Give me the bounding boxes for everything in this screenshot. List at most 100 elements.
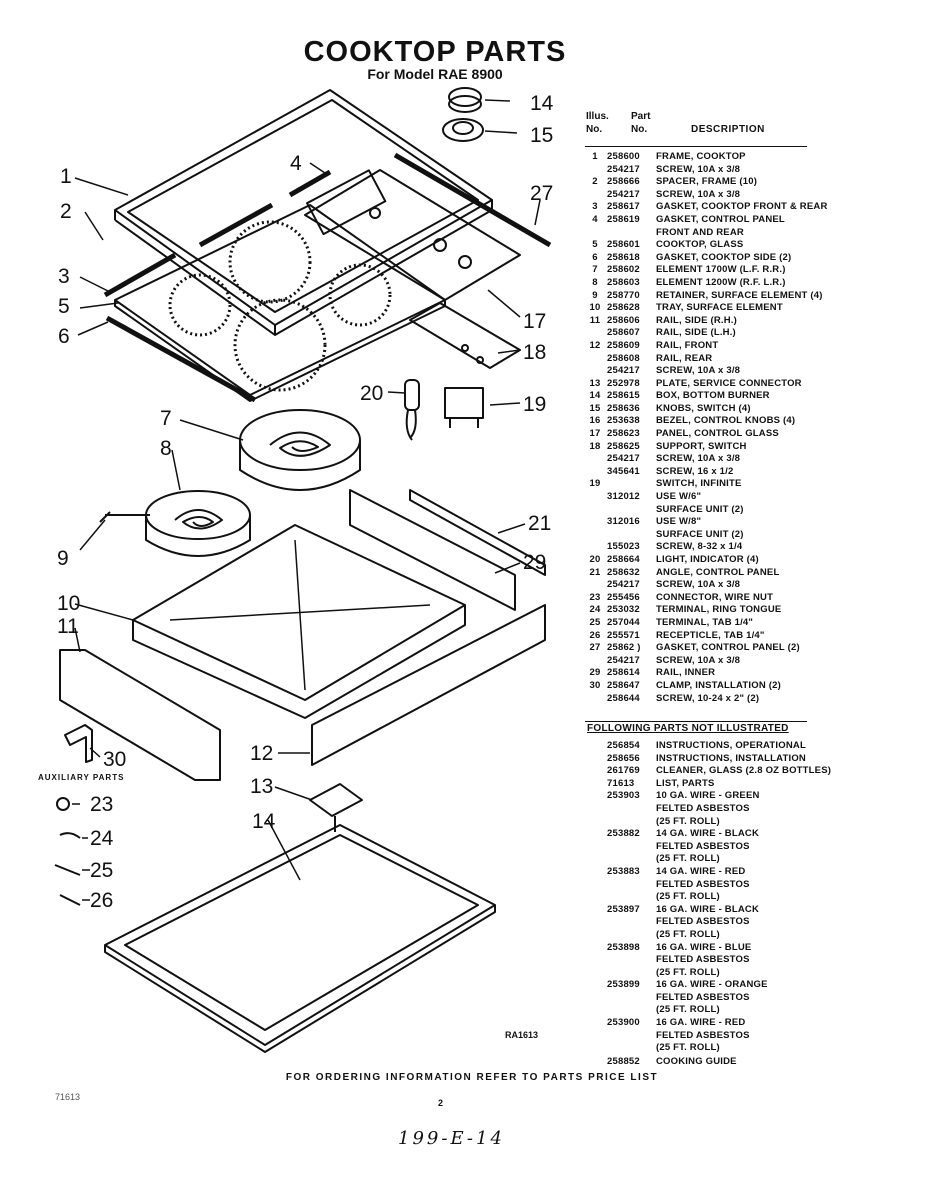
illus-number: 24 <box>589 604 601 616</box>
table-row: SURFACE UNIT (2) <box>585 504 885 517</box>
callout-3: 3 <box>58 265 70 288</box>
part-number: 258601 <box>607 239 640 251</box>
part-number: 255456 <box>607 591 640 603</box>
part-description: TERMINAL, TAB 1/4" <box>656 616 754 628</box>
table-row: (25 FT. ROLL) <box>585 891 885 904</box>
callout-30: 30 <box>103 748 126 771</box>
cooking-guide-row: 258852 COOKING GUIDE <box>585 1056 885 1069</box>
part-description: SCREW, 16 x 1/2 <box>656 465 734 477</box>
callout-10: 10 <box>57 592 80 615</box>
part-description: RAIL, SIDE (L.H.) <box>656 327 736 339</box>
callout-24: 24 <box>90 827 114 850</box>
table-row: FELTED ASBESTOS <box>585 879 885 892</box>
part-number: 258615 <box>607 390 640 402</box>
part-number: 258608 <box>607 352 640 364</box>
element-tray-part <box>132 524 466 719</box>
part-description: GASKET, COOKTOP SIDE (2) <box>656 251 792 263</box>
page-subtitle: For Model RAE 8900 <box>367 66 503 82</box>
callout-27: 27 <box>530 182 553 205</box>
callout-4: 4 <box>290 152 302 175</box>
part-number: 258666 <box>607 176 640 188</box>
part-description: SCREW, 10-24 x 2" (2) <box>656 692 760 704</box>
part-number: 253898 <box>607 941 640 953</box>
part-description: RAIL, FRONT <box>656 339 719 351</box>
illus-number: 16 <box>589 415 601 427</box>
illus-number: 6 <box>592 251 598 263</box>
part-number: 254217 <box>607 163 640 175</box>
auxiliary-parts-label: AUXILIARY PARTS <box>38 773 125 782</box>
callout-13: 13 <box>250 775 273 798</box>
callout-14-visible: 14 <box>252 810 276 833</box>
part-description: SPACER, FRAME (10) <box>656 176 758 188</box>
part-number: 253883 <box>607 865 640 877</box>
part-description: (25 FT. ROLL) <box>656 853 720 865</box>
table-row: (25 FT. ROLL) <box>585 1004 885 1017</box>
part-description: CLEANER, GLASS (2.8 OZ BOTTLES) <box>656 765 832 777</box>
callout-9: 9 <box>57 547 69 570</box>
table-row: FELTED ASBESTOS <box>585 1030 885 1043</box>
callout-25: 25 <box>90 859 113 882</box>
part-number: 258607 <box>607 327 640 339</box>
illus-number: 25 <box>589 616 601 628</box>
header-description: DESCRIPTION <box>691 124 765 135</box>
part-number: 258617 <box>607 201 640 213</box>
illus-number: 11 <box>589 314 601 326</box>
part-description: PLATE, SERVICE CONNECTOR <box>656 377 802 389</box>
part-description: FELTED ASBESTOS <box>656 991 750 1003</box>
part-number: 258614 <box>607 667 640 679</box>
element-1700w-part <box>239 409 361 491</box>
illus-number: 13 <box>589 377 601 389</box>
part-description: GASKET, CONTROL PANEL <box>656 213 785 225</box>
illus-number: 3 <box>592 201 598 213</box>
table-row: (25 FT. ROLL) <box>585 929 885 942</box>
part-description: COOKING GUIDE <box>656 1056 737 1067</box>
part-description: (25 FT. ROLL) <box>656 1042 720 1054</box>
callout-15: 14 <box>530 92 554 115</box>
part-description: CLAMP, INSTALLATION (2) <box>656 679 781 691</box>
part-description: SCREW, 8-32 x 1/4 <box>656 541 743 553</box>
illus-number: 15 <box>589 402 601 414</box>
part-number: 258632 <box>607 566 640 578</box>
callout-20: 20 <box>360 382 383 405</box>
part-number: 258603 <box>607 276 640 288</box>
part-description: TRAY, SURFACE ELEMENT <box>656 302 783 314</box>
table-row: FELTED ASBESTOS <box>585 841 885 854</box>
callout-21: 21 <box>528 512 551 535</box>
table-row: (25 FT. ROLL) <box>585 853 885 866</box>
part-description: SCREW, 10A x 3/8 <box>656 579 741 591</box>
part-description: TERMINAL, RING TONGUE <box>656 604 782 616</box>
part-number: 258656 <box>607 752 640 764</box>
part-description: INSTRUCTIONS, OPERATIONAL <box>656 740 806 751</box>
part-description: SWITCH, INFINITE <box>656 478 742 490</box>
table-row: (25 FT. ROLL) <box>585 967 885 980</box>
part-description: 16 GA. WIRE - RED <box>656 1017 746 1029</box>
list-item: 258852 COOKING GUIDE <box>585 1056 885 1069</box>
part-description: FELTED ASBESTOS <box>656 878 750 890</box>
table-row: 13 252978 PLATE, SERVICE CONNECTOR <box>585 378 885 391</box>
part-number: 252978 <box>607 377 640 389</box>
part-description: (25 FT. ROLL) <box>656 928 720 940</box>
callout-8: 8 <box>160 437 172 460</box>
callout-29: 29 <box>523 551 546 574</box>
part-number: 254217 <box>607 453 640 465</box>
handwritten-note: 199-E-14 <box>398 1128 505 1149</box>
callout-17: 17 <box>523 310 546 333</box>
